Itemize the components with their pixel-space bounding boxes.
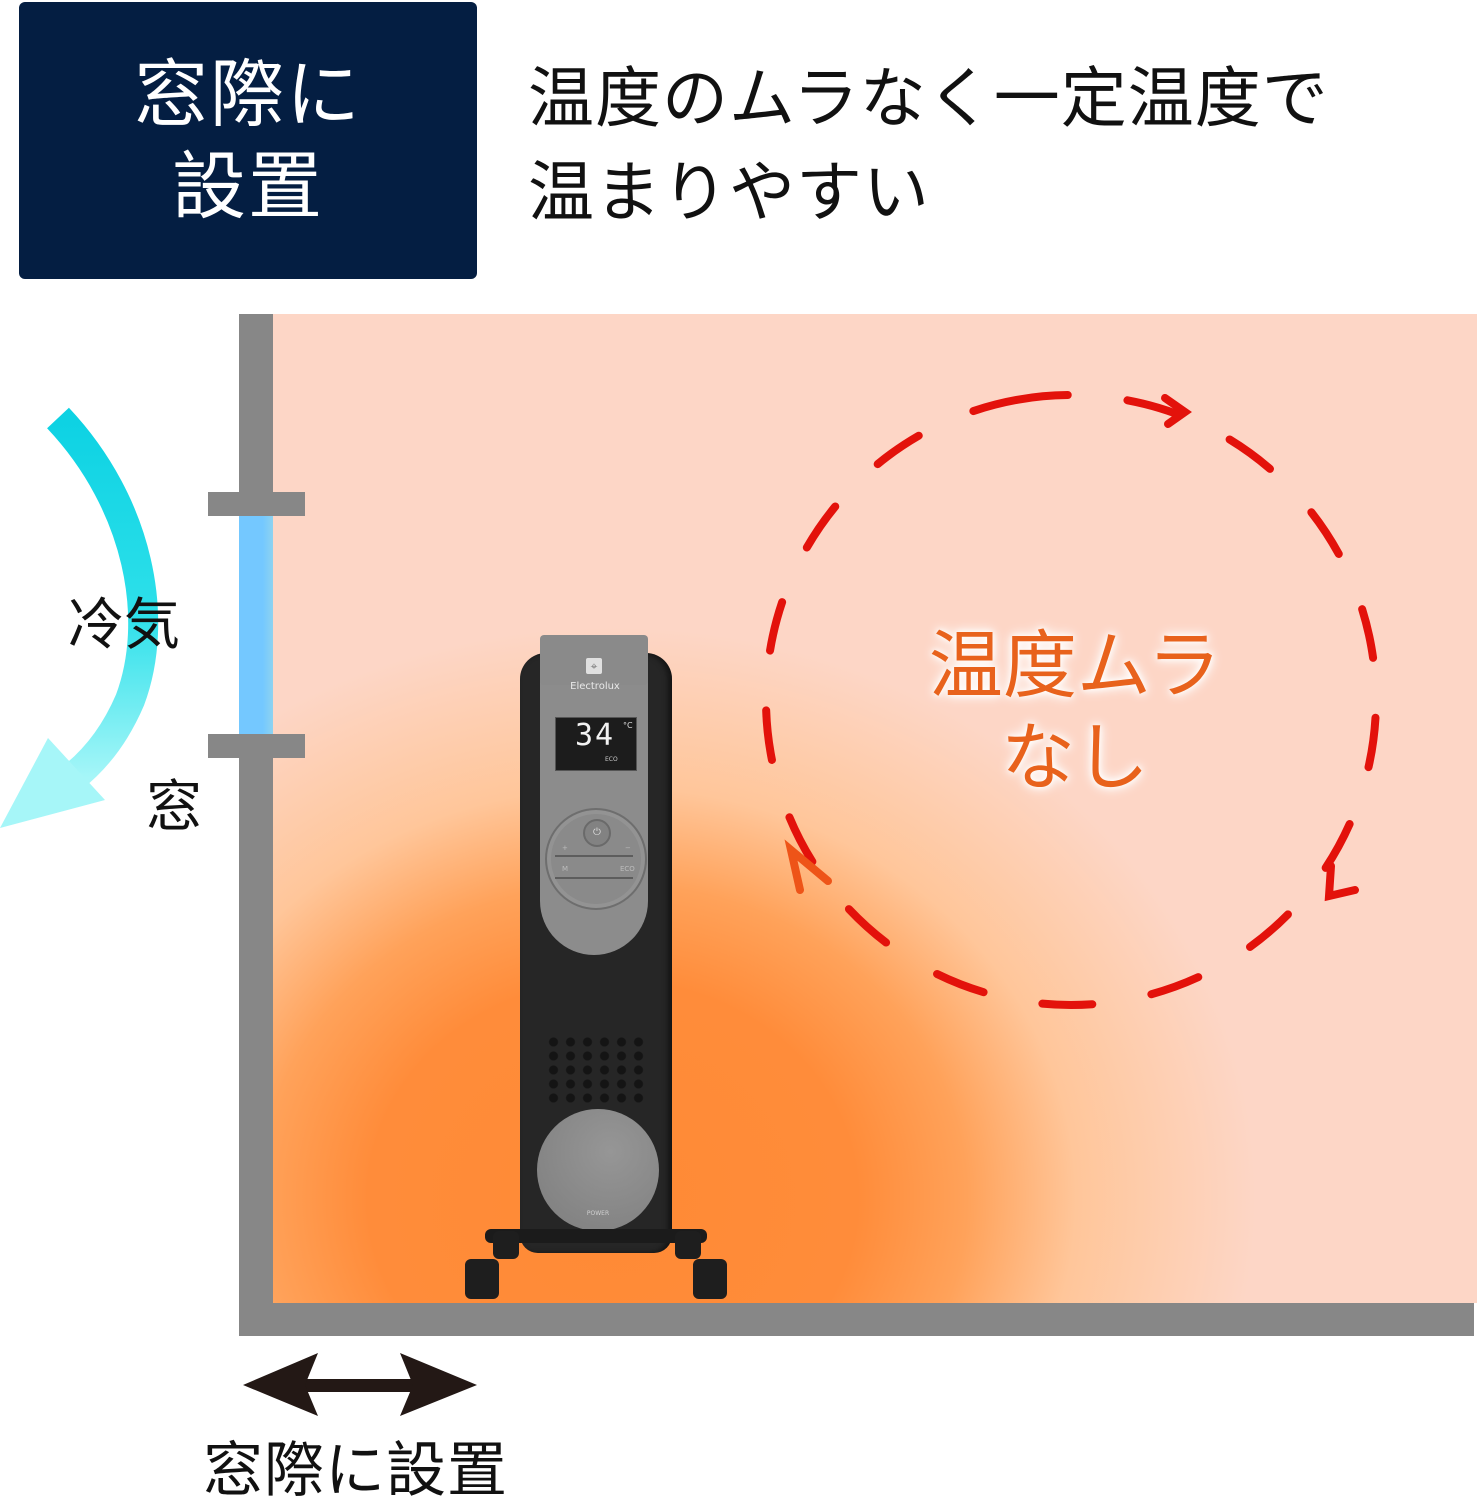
power-knob-label: POWER [586,1210,610,1217]
caster-wheel [675,1231,701,1259]
no-temperature-variation-label: 温度ムラ なし [910,620,1240,804]
caster-wheel [693,1259,727,1299]
cold-air-label: 冷気 [68,593,180,658]
title-badge-line1: 窓際に [134,51,362,138]
caster-wheel [493,1231,519,1259]
room-interior [273,314,1477,1303]
circulation-arrow-icon [762,391,1380,1009]
oil-heater: ⌖ Electrolux 34 °C ECO ⏻ + − M ECO POWER [465,633,735,1303]
power-knob [537,1109,659,1231]
display-temperature: 34 [575,718,616,753]
window-frame-top [208,492,305,516]
mode-button: M [562,865,569,873]
dial-divider [555,877,633,879]
heater-display [555,717,637,771]
display-unit: °C [623,721,633,730]
dial-divider [555,855,633,857]
caster-wheel [465,1259,499,1299]
wall-left [239,314,273,1336]
cold-air-arrow-icon [0,407,159,828]
center-label-line2: なし [1001,715,1149,801]
window-glass [239,516,273,734]
headline-line2: 温まりやすい [528,154,930,231]
plus-button: + [562,844,568,852]
vent-holes [545,1035,645,1105]
heater-brand: Electrolux [570,681,620,692]
title-badge: 窓際に 設置 [19,2,477,279]
window-frame-bottom [208,734,305,758]
minus-button: − [625,844,631,852]
brand-logo-icon: ⌖ [586,658,602,674]
double-arrow-icon [243,1353,477,1416]
title-badge-line2: 設置 [172,143,324,230]
placement-label: 窓際に設置 [203,1436,508,1506]
floor [239,1303,1474,1336]
headline-line1: 温度のムラなく一定温度で [528,60,1329,137]
heat-glow [273,554,1283,1303]
headline: 温度のムラなく一定温度で 温まりやすい [528,52,1329,240]
center-label-line1: 温度ムラ [928,623,1222,709]
window-label: 窓 [146,775,202,840]
heater-base [485,1229,707,1243]
display-eco: ECO [605,756,618,763]
eco-button: ECO [620,865,635,873]
power-button-icon: ⏻ [583,819,611,847]
